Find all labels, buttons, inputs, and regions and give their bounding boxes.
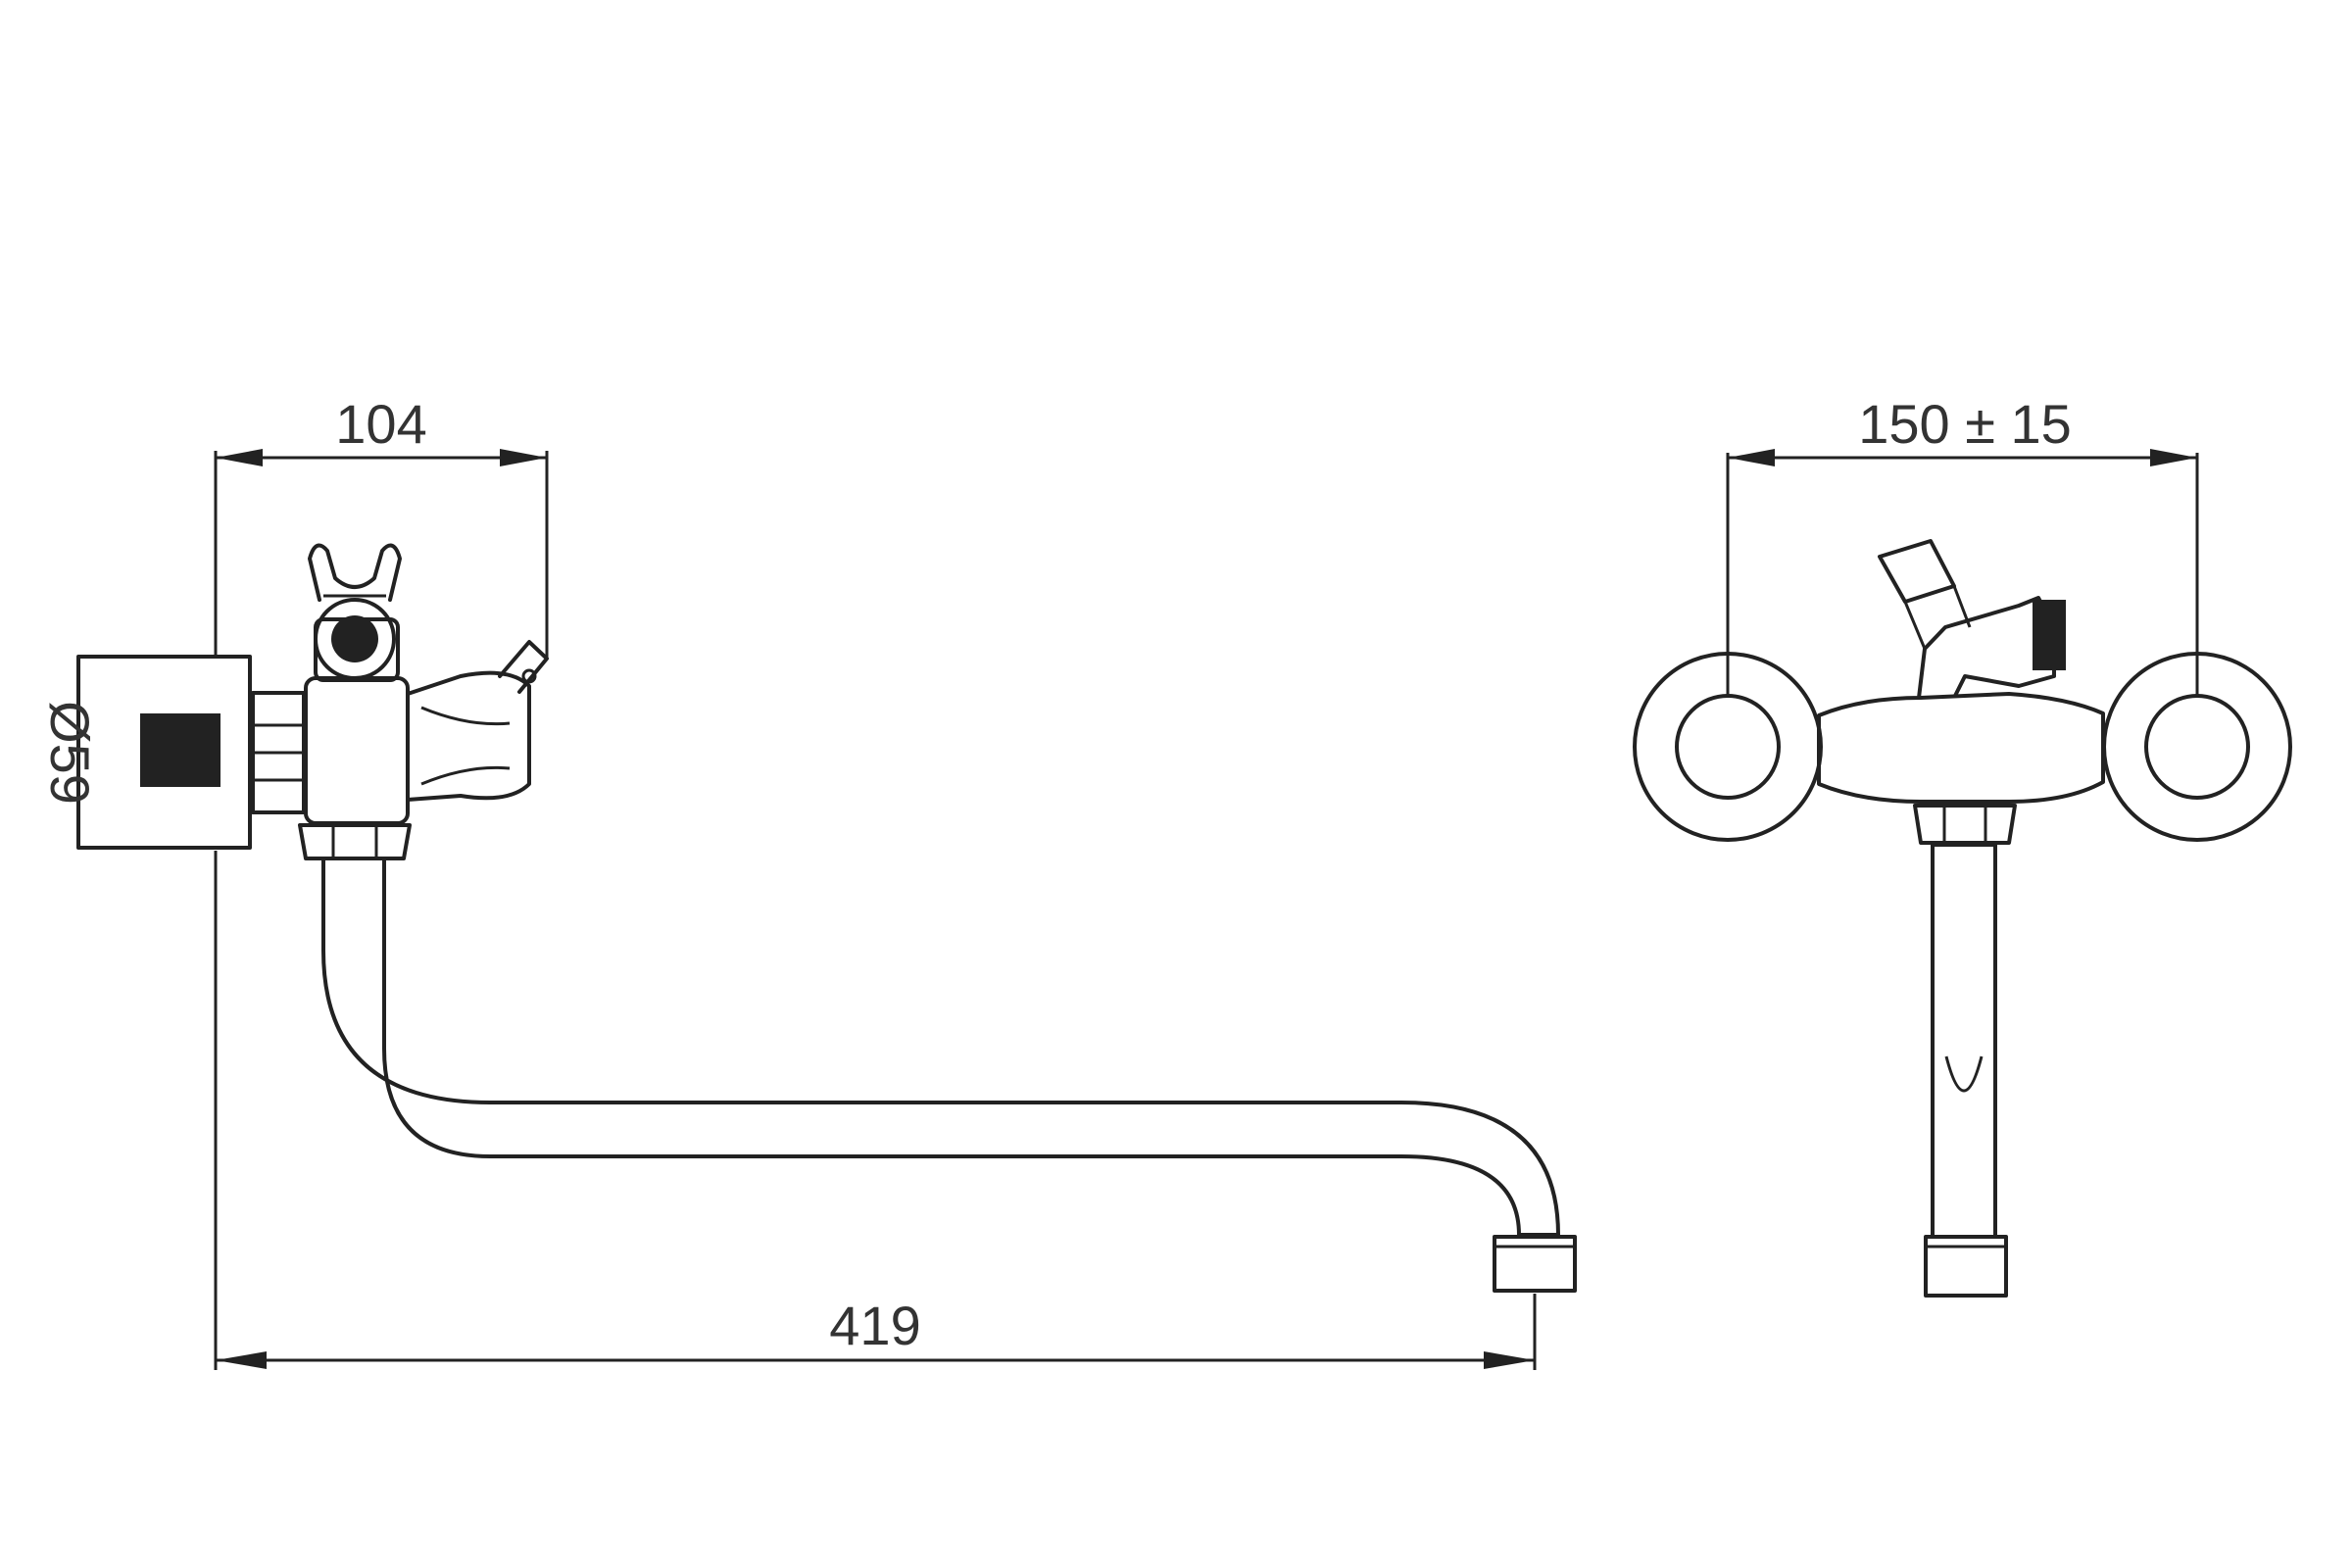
dimension-label-inlet-spacing: 150 ± 15 [1858,393,2072,455]
front-lever-handle [1878,539,2066,700]
valve-body [304,676,410,825]
front-view: 150 ± 15 [1633,393,2292,1298]
dimension-label-handle-reach: 104 [335,393,426,455]
dimension-handle-reach: 104 [214,393,549,659]
lever-handle [406,640,549,802]
side-view: 104 419 Ø59 [39,393,1577,1370]
front-aerator [1924,1235,2008,1298]
front-spout-nut [1913,804,2017,845]
mixer-body [1817,692,2105,804]
hex-nut [251,691,306,814]
wall-flange [76,655,252,850]
spout-nut [298,823,412,860]
dimension-label-spout-length: 419 [829,1295,920,1356]
dimension-spout-length: 419 [214,851,1537,1370]
shower-holder [308,543,402,682]
spout-pipe [321,858,1560,1237]
dimension-flange-diameter: Ø59 [39,701,101,805]
dimension-label-flange-diameter: Ø59 [39,701,101,805]
aerator [1493,1235,1577,1293]
flange-inlet-block [140,713,220,787]
front-spout-pipe [1931,843,1997,1239]
dimension-inlet-spacing: 150 ± 15 [1726,393,2199,696]
